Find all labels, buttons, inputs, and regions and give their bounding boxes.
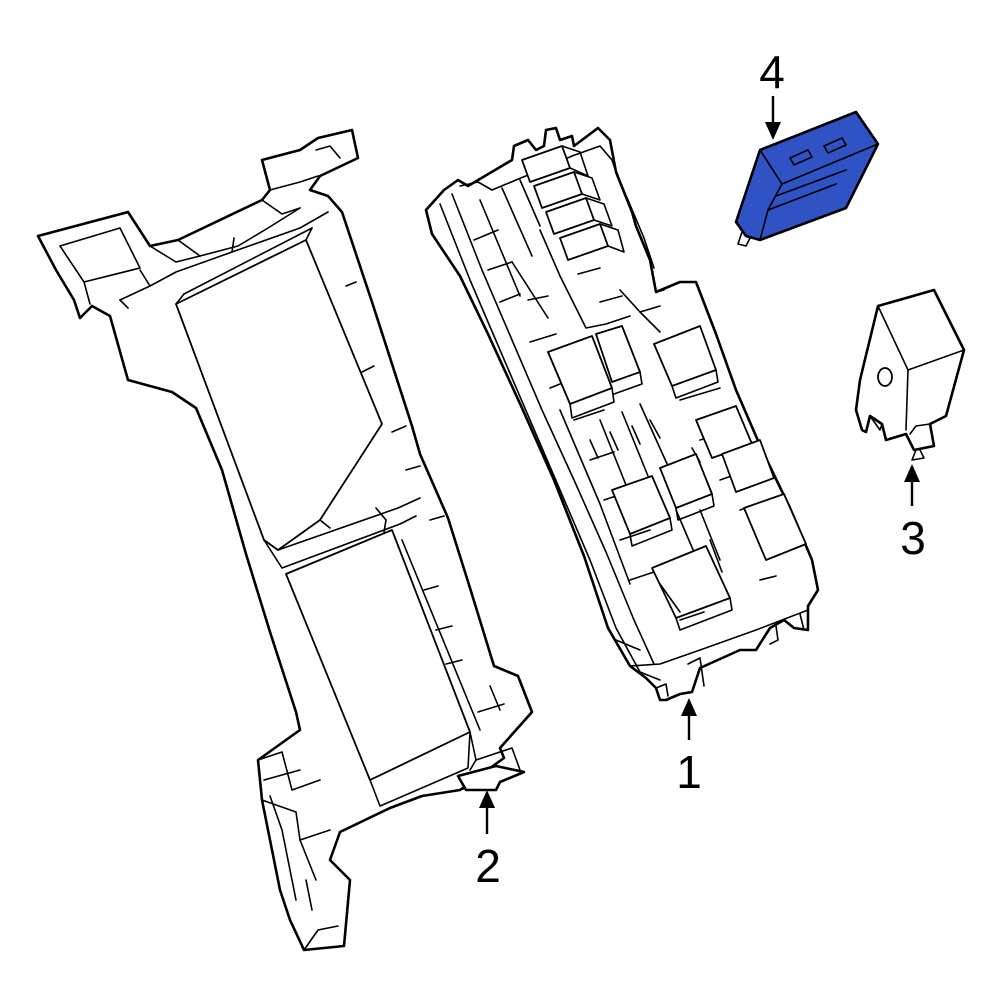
callout-1-label: 1	[676, 746, 702, 798]
callout-2: 2	[475, 790, 501, 892]
part-4-body	[734, 110, 880, 242]
part-1-fuse-box	[424, 126, 820, 702]
callout-4: 4	[759, 46, 785, 140]
callout-3: 3	[900, 464, 926, 564]
part-4-fuse	[734, 110, 880, 247]
callout-4-label: 4	[759, 46, 785, 98]
callout-3-label: 3	[900, 512, 926, 564]
callout-1: 1	[676, 698, 702, 798]
part-3-relay	[854, 288, 966, 461]
callout-2-label: 2	[475, 840, 501, 892]
part-2-bracket	[36, 128, 534, 952]
